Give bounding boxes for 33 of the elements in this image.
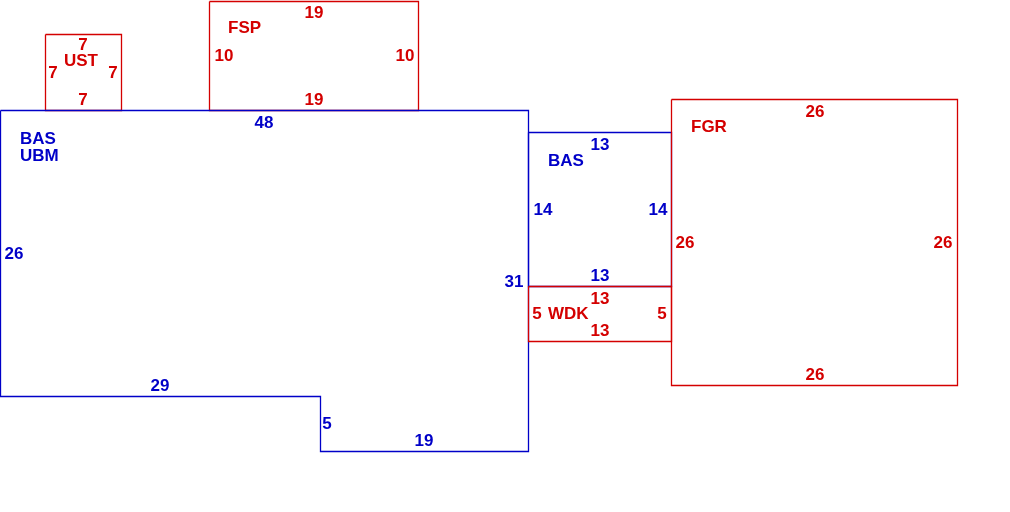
dimension-label: 26 [805,102,825,120]
dimension-label: 7 [78,35,88,53]
room-label: FGR [691,118,727,135]
dimension-label: 19 [414,431,434,449]
dimension-label: 10 [395,46,415,64]
dimension-label: 13 [590,321,610,339]
dimension-label: 26 [805,365,825,383]
room-label: WDK [548,305,589,322]
room-label: UBM [20,147,59,164]
dimension-label: 7 [108,63,118,81]
dimension-label: 13 [590,266,610,284]
dimension-label: 48 [254,113,274,131]
room-label: BAS [20,130,56,147]
dimension-label: 5 [657,304,667,322]
room-label: UST [64,52,98,69]
dimension-label: 31 [504,272,524,290]
dimension-label: 7 [48,63,58,81]
dimension-label: 7 [78,90,88,108]
dimension-label: 13 [590,135,610,153]
dimension-label: 14 [648,200,668,218]
dimension-label: 19 [304,90,324,108]
room-label: BAS [548,152,584,169]
dimension-label: 26 [933,233,953,251]
dimension-label: 10 [214,46,234,64]
room-label: FSP [228,19,262,36]
dimension-label: 26 [4,244,24,262]
dimension-label: 29 [150,376,170,394]
dimension-label: 5 [322,414,332,432]
dimension-label: 13 [590,289,610,307]
dimension-label: 14 [533,200,553,218]
dimension-label: 19 [304,3,324,21]
dimension-label: 5 [532,304,542,322]
dimension-label: 26 [675,233,695,251]
